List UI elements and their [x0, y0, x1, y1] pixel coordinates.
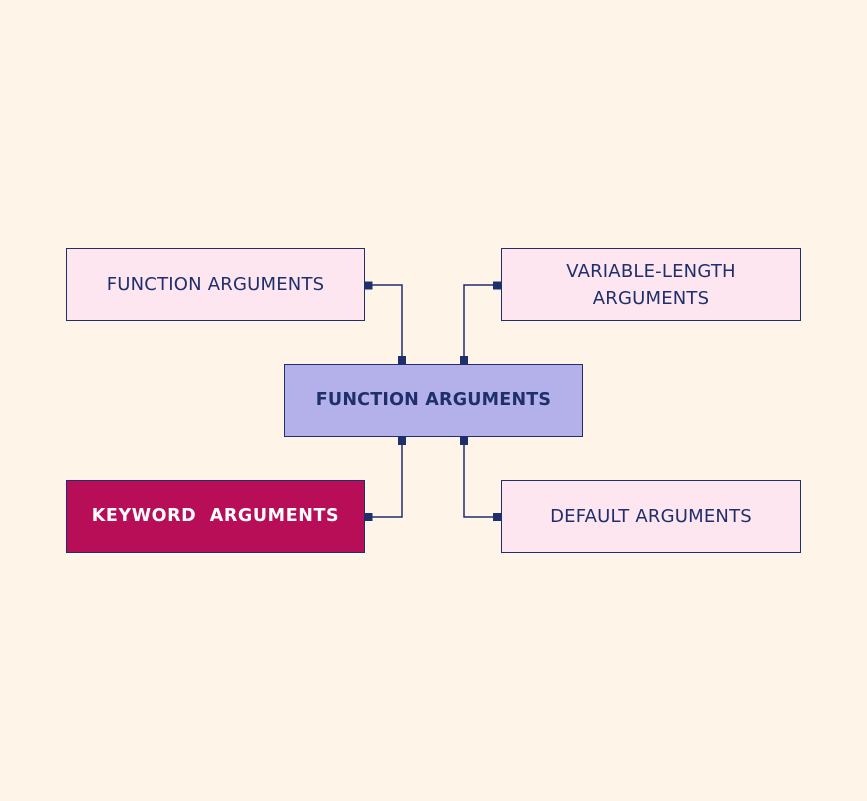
connector-top-left — [368, 284, 403, 360]
connector-endpoint — [493, 513, 501, 521]
connector-endpoint — [398, 437, 406, 445]
connector-endpoint — [460, 356, 468, 364]
connector-endpoint — [398, 356, 406, 364]
connector-endpoint — [364, 281, 373, 290]
node-label: DEFAULT ARGUMENTS — [550, 506, 752, 527]
connector-endpoint — [460, 437, 468, 445]
node-label-line-1: VARIABLE-LENGTH — [566, 260, 736, 282]
connector-endpoint — [364, 513, 373, 521]
node-label: KEYWORD ARGUMENTS — [91, 506, 340, 526]
node-variable-length-arguments: VARIABLE-LENGTH ARGUMENTS — [501, 248, 801, 321]
connector-top-right — [463, 284, 497, 360]
node-function-arguments: FUNCTION ARGUMENTS — [66, 248, 365, 321]
connector-bottom-left — [368, 441, 403, 518]
node-default-arguments: DEFAULT ARGUMENTS — [501, 480, 801, 553]
node-label: FUNCTION ARGUMENTS — [106, 274, 325, 295]
node-keyword-arguments: KEYWORD ARGUMENTS — [66, 480, 365, 553]
node-label-line-2: ARGUMENTS — [592, 287, 710, 309]
central-node-label: FUNCTION ARGUMENTS — [315, 390, 552, 410]
connector-bottom-right — [463, 441, 497, 518]
connector-endpoint — [493, 281, 501, 290]
central-node-function-arguments: FUNCTION ARGUMENTS — [284, 364, 583, 437]
